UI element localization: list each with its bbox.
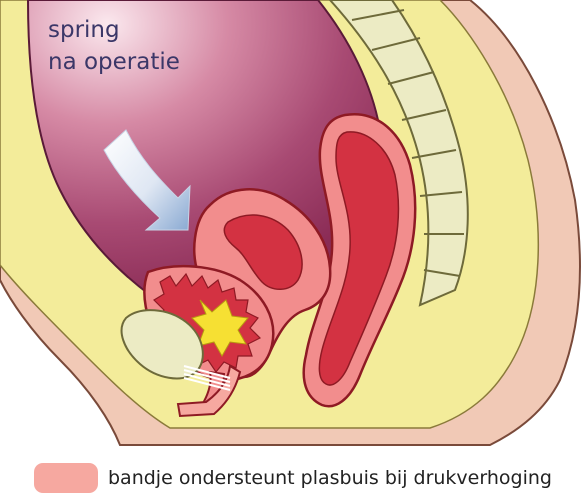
legend: bandje ondersteunt plasbuis bij drukverh…: [34, 462, 574, 494]
title-line-1: spring: [48, 14, 180, 46]
legend-label: bandje ondersteunt plasbuis bij drukverh…: [108, 466, 552, 490]
title-line-2: na operatie: [48, 46, 180, 78]
legend-swatch: [34, 463, 98, 493]
diagram-title: spring na operatie: [48, 14, 180, 78]
